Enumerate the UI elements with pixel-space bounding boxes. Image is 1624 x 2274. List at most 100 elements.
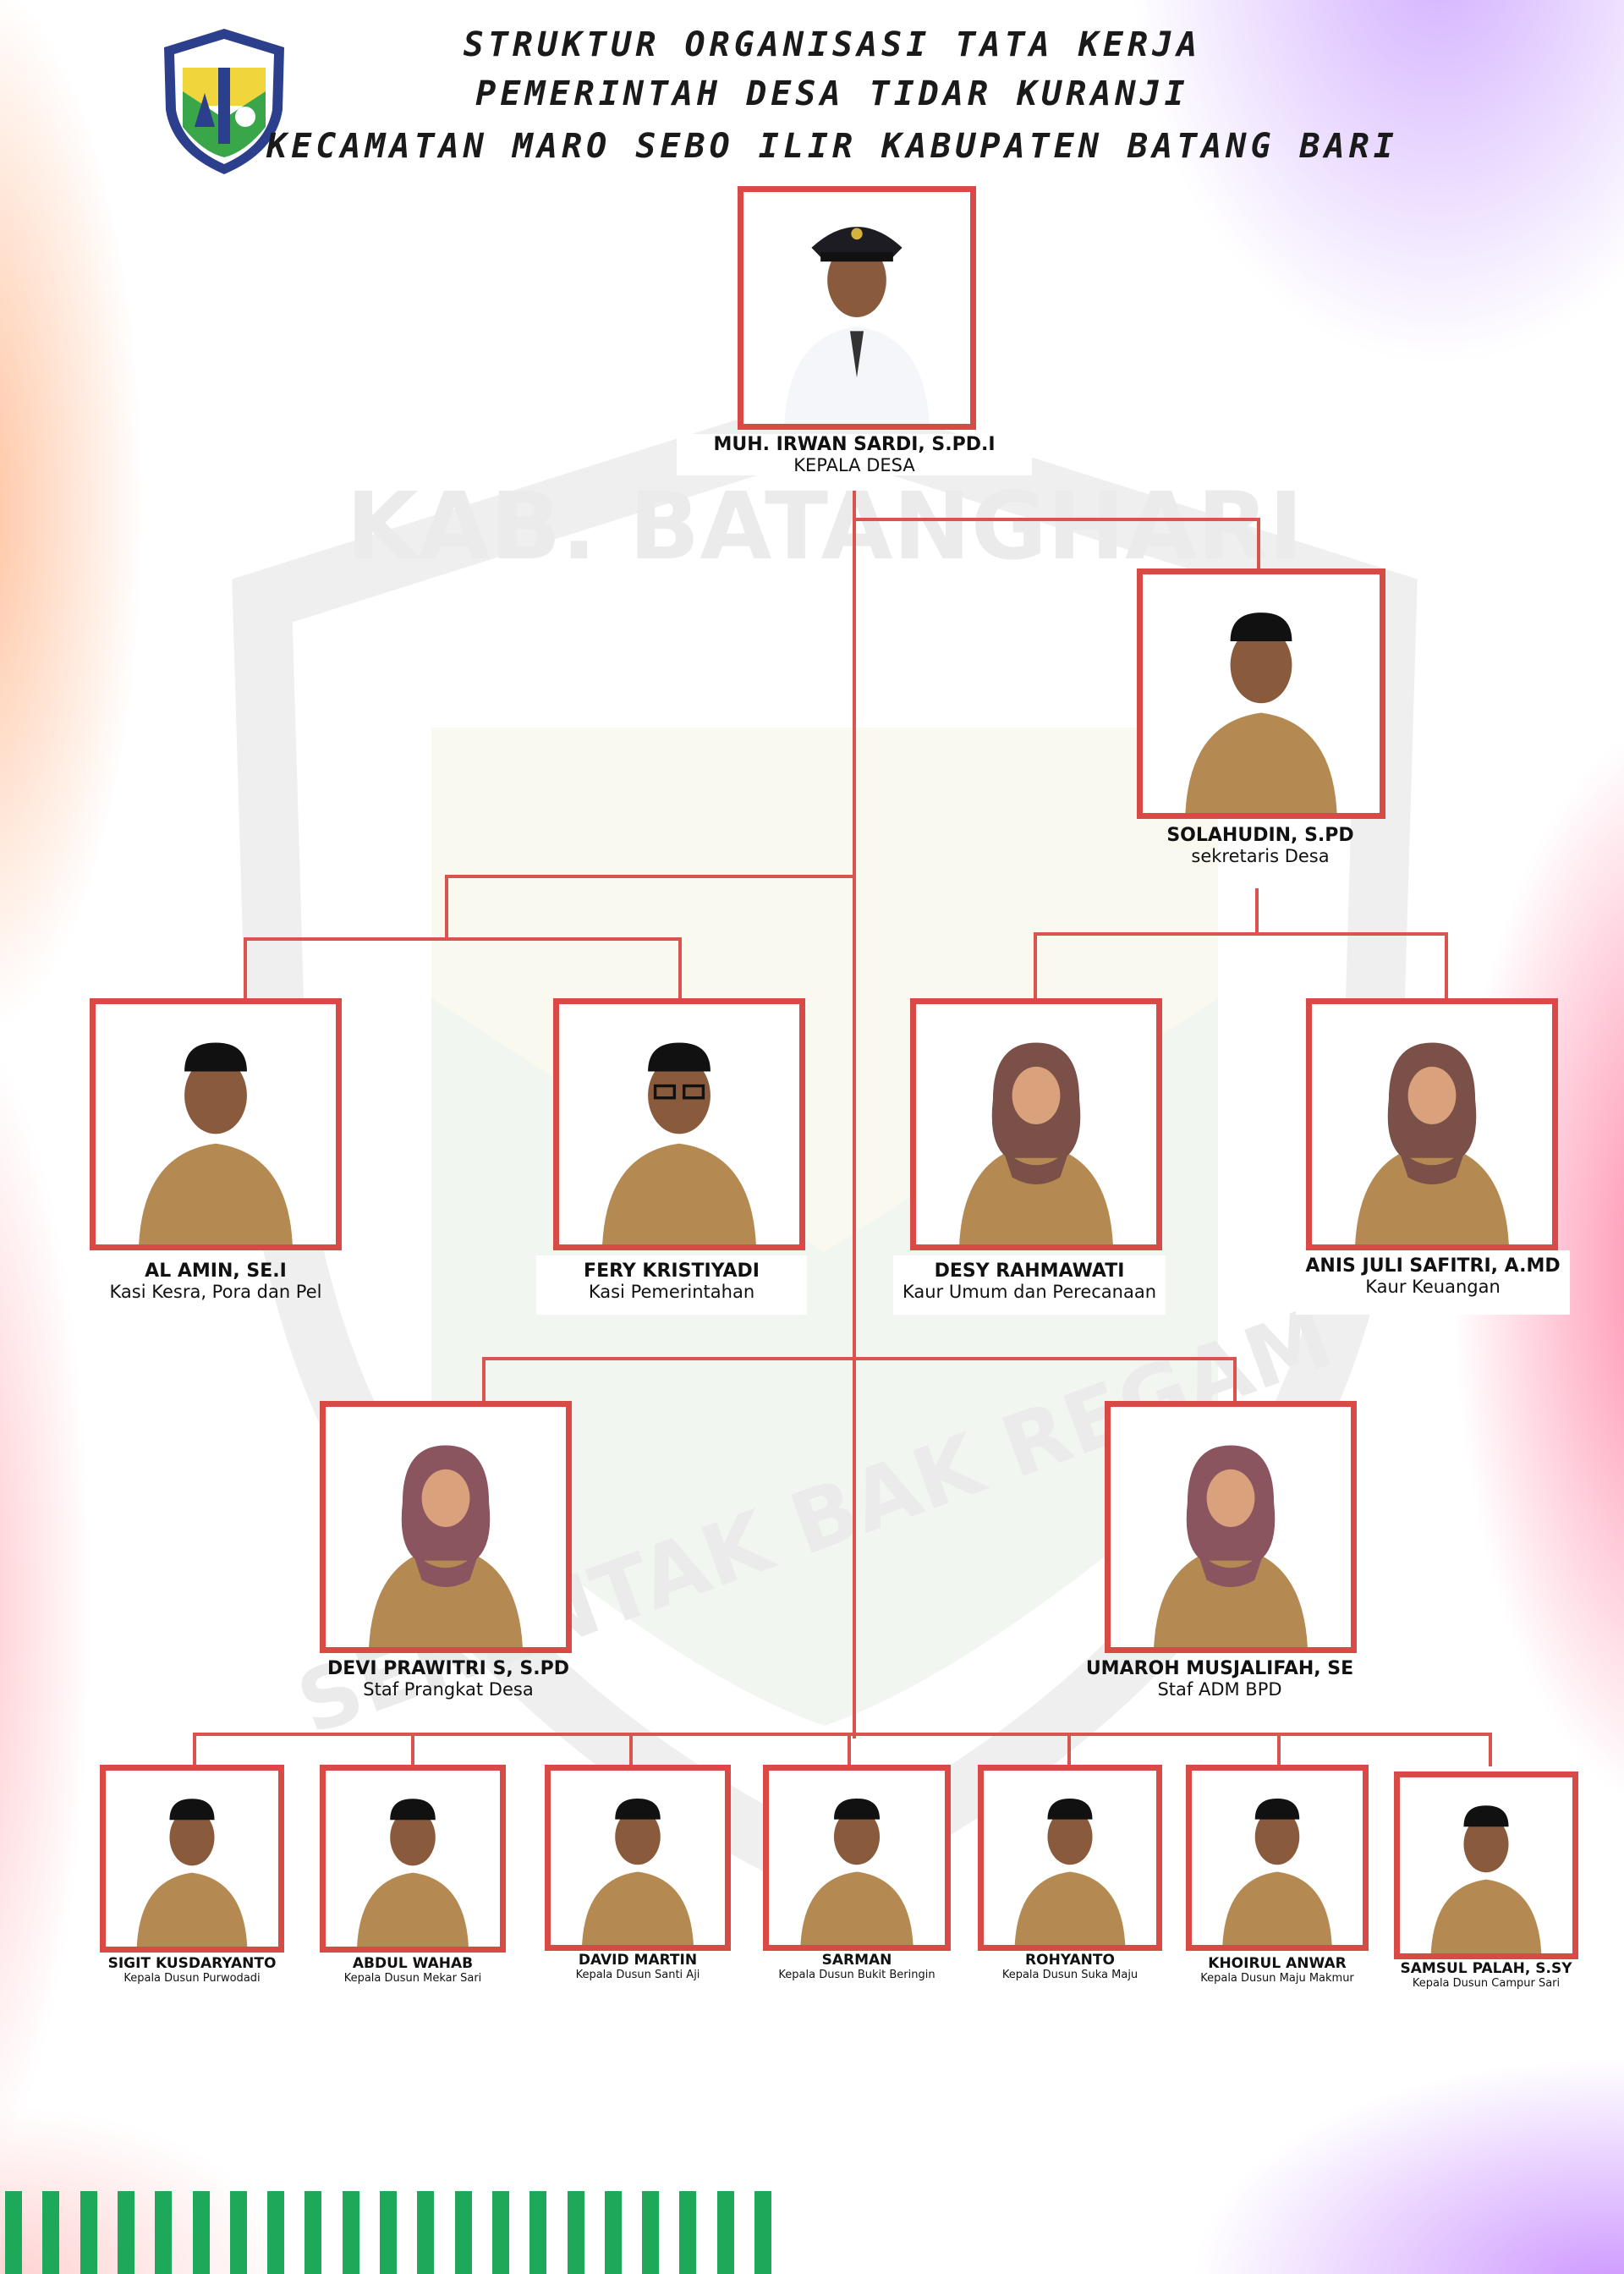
label-dusun-7: SAMSUL PALAH, S.SY Kepala Dusun Campur S…: [1394, 1959, 1578, 1990]
connector-dusun-6-v: [1277, 1733, 1281, 1766]
title-line-3: KECAMATAN MARO SEBO ILIR KABUPATEN BATAN…: [266, 127, 1398, 166]
role-kaur-keu: Kaur Keuangan: [1365, 1277, 1501, 1298]
person-portrait-icon: [1400, 1777, 1572, 1953]
connector-staf-bpd-v: [1233, 1357, 1237, 1404]
green-stripe: [267, 2191, 285, 2274]
person-portrait-icon: [916, 1004, 1156, 1244]
name-dusun-5: ROHYANTO: [1025, 1952, 1115, 1969]
photo-kaur-umum: [910, 998, 1162, 1250]
green-stripe: [117, 2191, 134, 2274]
green-stripe: [716, 2191, 734, 2274]
photo-kasi-pem: [553, 998, 805, 1250]
green-stripe: [529, 2191, 547, 2274]
green-stripe: [567, 2191, 584, 2274]
label-staf-bpd: UMAROH MUSJALIFAH, SE Staf ADM BPD: [1067, 1658, 1372, 1700]
green-stripe-band: [0, 2191, 795, 2274]
label-kasi-kesra: AL AMIN, SE.I Kasi Kesra, Pora dan Pel: [85, 1261, 347, 1302]
name-head: MUH. IRWAN SARDI, S.PD.I: [713, 434, 996, 455]
photo-head: [738, 186, 976, 430]
label-kaur-umum: DESY RAHMAWATI Kaur Umum dan Perecanaan: [893, 1255, 1166, 1315]
photo-dusun-4: [763, 1765, 951, 1951]
label-head: MUH. IRWAN SARDI, S.PD.I KEPALA DESA: [677, 434, 1032, 476]
photo-staf-desa: [320, 1401, 572, 1653]
photo-secretary: [1137, 568, 1385, 819]
name-staf-bpd: UMAROH MUSJALIFAH, SE: [1085, 1658, 1354, 1679]
role-kaur-umum: Kaur Umum dan Perecanaan: [902, 1282, 1157, 1303]
role-kasi-pem: Kasi Pemerintahan: [588, 1282, 755, 1303]
label-dusun-2: ABDUL WAHAB Kepala Dusun Mekar Sari: [320, 1953, 506, 1985]
person-portrait-icon: [1143, 574, 1380, 813]
connector-left-branch-h: [445, 875, 856, 878]
connector-kaur-h: [1034, 932, 1448, 936]
label-dusun-3: DAVID MARTIN Kepala Dusun Santi Aji: [545, 1951, 731, 1981]
role-dusun-3: Kepala Dusun Santi Aji: [575, 1968, 700, 1981]
green-stripe: [229, 2191, 247, 2274]
photo-dusun-7: [1394, 1771, 1578, 1959]
name-dusun-4: SARMAN: [821, 1952, 892, 1969]
watermark-top-text: KAB. BATANGHARI: [346, 472, 1303, 580]
person-portrait-icon: [106, 1771, 278, 1947]
photo-dusun-2: [320, 1765, 506, 1953]
name-staf-desa: DEVI PRAWITRI S, S.PD: [327, 1658, 569, 1679]
role-dusun-5: Kepala Dusun Suka Maju: [1001, 1968, 1138, 1981]
name-kasi-kesra: AL AMIN, SE.I: [145, 1261, 287, 1282]
person-portrait-icon: [551, 1771, 725, 1945]
connector-staf-desa-v: [482, 1357, 486, 1404]
green-stripe: [342, 2191, 359, 2274]
connector-kasi-kesra-v: [244, 937, 247, 1000]
green-stripe: [754, 2191, 771, 2274]
label-kasi-pem: FERY KRISTIYADI Kasi Pemerintahan: [536, 1255, 807, 1315]
label-secretary: SOLAHUDIN, S.PD sekretaris Desa: [1125, 825, 1396, 866]
person-portrait-icon: [1192, 1771, 1363, 1945]
role-dusun-2: Kepala Dusun Mekar Sari: [343, 1971, 482, 1985]
green-stripe: [604, 2191, 622, 2274]
connector-dusun-5-v: [1067, 1733, 1071, 1766]
name-dusun-2: ABDUL WAHAB: [352, 1955, 474, 1972]
label-dusun-6: KHOIRUL ANWAR Kepala Dusun Maju Makmur: [1186, 1951, 1369, 1985]
title-line-2: PEMERINTAH DESA TIDAR KURANJI: [475, 74, 1189, 113]
photo-dusun-5: [978, 1765, 1162, 1951]
connector-main-trunk: [853, 491, 856, 1738]
person-portrait-icon: [326, 1771, 500, 1947]
label-staf-desa: DEVI PRAWITRI S, S.PD Staf Prangkat Desa: [304, 1658, 592, 1700]
connector-sec-down-v: [1255, 888, 1259, 934]
name-kasi-pem: FERY KRISTIYADI: [584, 1261, 760, 1282]
green-stripe: [192, 2191, 210, 2274]
green-stripe: [5, 2191, 22, 2274]
photo-dusun-6: [1186, 1765, 1369, 1951]
name-dusun-3: DAVID MARTIN: [578, 1952, 698, 1969]
label-dusun-1: SIGIT KUSDARYANTO Kepala Dusun Purwodadi: [100, 1953, 284, 1995]
connector-dusun-7-v: [1489, 1733, 1492, 1766]
green-stripe: [491, 2191, 509, 2274]
connector-dusun-h: [193, 1733, 1492, 1736]
title-line-1: STRUKTUR ORGANISASI TATA KERJA: [463, 25, 1202, 64]
label-kaur-keu: ANIS JULI SAFITRI, A.MD Kaur Keuangan: [1296, 1250, 1570, 1315]
person-portrait-icon: [559, 1004, 799, 1244]
label-dusun-4: SARMAN Kepala Dusun Bukit Beringin: [763, 1951, 951, 1981]
connector-dusun-1-v: [193, 1733, 196, 1766]
green-stripe: [417, 2191, 435, 2274]
connector-kasi-h: [244, 937, 682, 941]
person-portrait-icon: [1312, 1004, 1552, 1244]
connector-left-branch-v: [445, 875, 448, 939]
connector-secretary-h: [853, 518, 1260, 521]
connector-kasi-pem-v: [678, 937, 682, 1000]
role-staf-bpd: Staf ADM BPD: [1157, 1679, 1282, 1700]
connector-secretary-v: [1257, 518, 1260, 570]
green-stripe: [42, 2191, 60, 2274]
name-kaur-umum: DESY RAHMAWATI: [934, 1261, 1125, 1282]
photo-kaur-keu: [1306, 998, 1558, 1250]
person-portrait-icon: [769, 1771, 945, 1945]
green-stripe: [380, 2191, 397, 2274]
name-dusun-7: SAMSUL PALAH, S.SY: [1400, 1960, 1572, 1977]
role-secretary: sekretaris Desa: [1191, 846, 1330, 867]
name-dusun-6: KHOIRUL ANWAR: [1208, 1955, 1347, 1972]
connector-kaur-umum-v: [1034, 932, 1037, 1000]
photo-staf-bpd: [1105, 1401, 1357, 1653]
role-dusun-7: Kepala Dusun Campur Sari: [1412, 1976, 1561, 1990]
role-staf-desa: Staf Prangkat Desa: [363, 1679, 534, 1700]
green-stripe: [454, 2191, 472, 2274]
green-stripe: [679, 2191, 697, 2274]
regency-shield-emblem-icon: [164, 29, 284, 174]
role-dusun-4: Kepala Dusun Bukit Beringin: [778, 1968, 935, 1981]
